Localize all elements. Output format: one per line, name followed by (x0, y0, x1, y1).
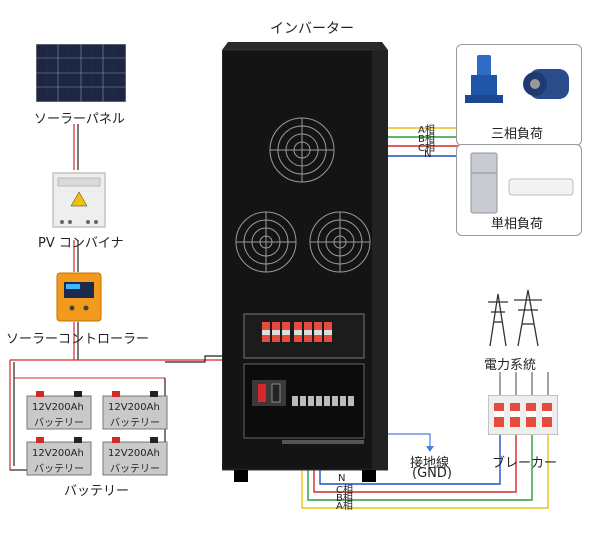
fridge-aircon-icon (470, 152, 574, 214)
battery-group-label: バッテリー (64, 484, 130, 499)
three-phase-load-label: 三相負荷 (491, 127, 544, 142)
solar-controller-label: ソーラーコントローラー (6, 332, 150, 347)
pump-motor-icon (465, 55, 569, 103)
battery-4: 12V200Ah バッテリー (102, 436, 168, 476)
power-grid-label: 電力系統 (484, 358, 537, 373)
line-a-label: A相 (418, 125, 435, 136)
battery-3: 12V200Ah バッテリー (26, 436, 92, 476)
single-phase-load-label: 単相負荷 (491, 217, 544, 232)
three-phase-load-box: 三相負荷 (456, 44, 582, 146)
solar-panel-label: ソーラーパネル (34, 112, 125, 127)
battery-3-label: 12V200Ah (32, 448, 84, 459)
battery-1-label: 12V200Ah (32, 402, 84, 413)
battery-2-sub: バッテリー (110, 418, 160, 429)
battery-2-label: 12V200Ah (108, 402, 160, 413)
ground-label: 接地線 (410, 456, 450, 471)
breaker-label: ブレーカー (492, 456, 558, 471)
line-n-label: N (424, 149, 432, 160)
line-c-label: C相 (418, 143, 435, 154)
battery-4-sub: バッテリー (110, 464, 160, 475)
single-phase-load-box: 単相負荷 (456, 144, 582, 236)
solar-panel (35, 43, 127, 103)
breaker (487, 394, 559, 436)
inverter-title: インバーター (270, 21, 354, 37)
bottom-c-label: C相 (336, 485, 353, 496)
line-b-label: B相 (418, 134, 435, 145)
bottom-a-label: A相 (336, 501, 353, 512)
battery-2: 12V200Ah バッテリー (102, 390, 168, 430)
pv-combiner (52, 172, 106, 228)
solar-controller (56, 272, 102, 322)
battery-1-sub: バッテリー (34, 418, 84, 429)
battery-1: 12V200Ah バッテリー (26, 390, 92, 430)
battery-4-label: 12V200Ah (108, 448, 160, 459)
bottom-n-label: N (338, 473, 346, 484)
power-grid-tower-icon (484, 288, 544, 348)
battery-3-sub: バッテリー (34, 464, 84, 475)
ground-sub-label: (GND) (412, 466, 452, 481)
bottom-b-label: B相 (336, 493, 353, 504)
inverter-cabinet (221, 42, 389, 482)
pv-combiner-label: PV コンバイナ (38, 236, 124, 251)
